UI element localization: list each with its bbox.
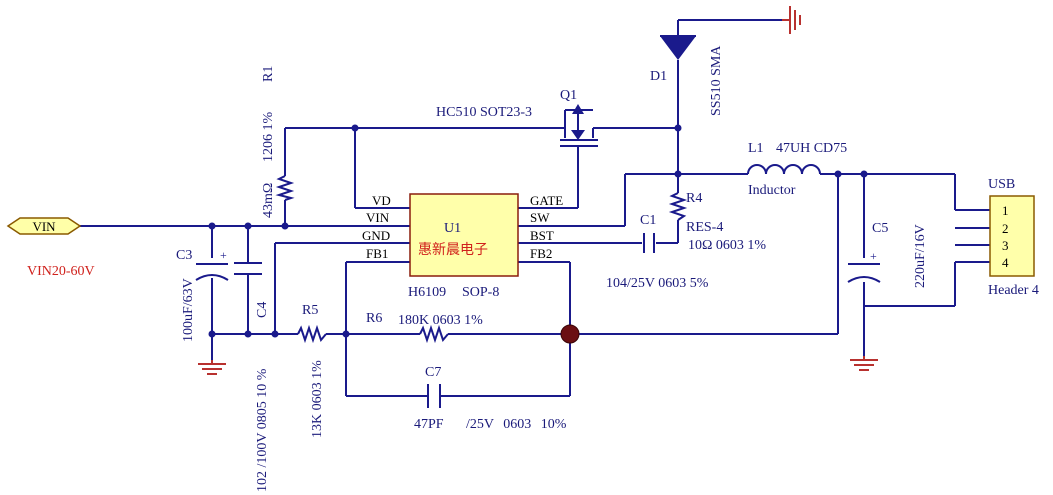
- junction-dot: [351, 124, 359, 132]
- c7-capacitor: [427, 384, 441, 408]
- c5-ref: C5: [872, 221, 888, 236]
- c3-ground-symbol: [198, 360, 226, 375]
- u1-pin-bst: BST: [530, 228, 554, 243]
- usb-ref: USB: [988, 177, 1015, 192]
- q1-mosfet: [555, 104, 603, 152]
- q1-part: HC510 SOT23-3: [436, 105, 532, 120]
- c1-capacitor: [643, 233, 655, 253]
- l1-spec: 47UH CD75: [776, 141, 847, 156]
- r1-resistor: [275, 175, 295, 201]
- u1-pin-fb2: FB2: [530, 246, 552, 261]
- r4-type: RES-4: [686, 220, 723, 235]
- u1-package: SOP-8: [462, 285, 499, 300]
- c4-spec: 102 /100V 0805 10 %: [255, 368, 270, 492]
- junction-dot: [208, 222, 216, 230]
- r1-spec: 1206 1%: [261, 112, 276, 163]
- junction-dot: [208, 330, 216, 338]
- r5-resistor: [297, 324, 327, 344]
- l1-ref: L1: [748, 141, 764, 156]
- junction-dot: [281, 222, 289, 230]
- u1-manufacturer: 惠新晨电子: [418, 242, 488, 258]
- d1-part: SS510 SMA: [709, 45, 724, 116]
- u1-pin-fb1: FB1: [366, 246, 388, 261]
- r1-value: 43mΩ: [261, 183, 276, 218]
- r5-ref: R5: [302, 303, 318, 318]
- feedback-node-dot: [560, 324, 580, 344]
- c1-ref: C1: [640, 213, 656, 228]
- r4-spec: 10Ω 0603 1%: [688, 238, 766, 253]
- u1-pin-gate: GATE: [530, 193, 563, 208]
- vin-range-note: VIN20-60V: [27, 264, 95, 279]
- u1-pin-vin: VIN: [366, 210, 390, 225]
- r5-spec: 13K 0603 1%: [310, 360, 325, 438]
- d1-ref: D1: [650, 69, 667, 84]
- junction-dot: [674, 170, 682, 178]
- l1-inductor: [747, 164, 822, 175]
- svg-text:+: +: [870, 249, 877, 263]
- c7-spec: /25V 0603 10%: [466, 417, 567, 432]
- r6-ref: R6: [366, 311, 382, 326]
- junction-dot: [860, 170, 868, 178]
- junction-dot: [271, 330, 279, 338]
- usb-header: 1 2 3 4: [989, 195, 1035, 277]
- u1-chip: U1 惠新晨电子 VD VIN GND FB1 GATE SW BST FB2: [362, 193, 563, 277]
- c5-ground-symbol: [850, 356, 878, 371]
- usb-pin-3: 3: [1002, 238, 1009, 253]
- r4-ref: R4: [686, 191, 702, 206]
- c7-ref: C7: [425, 365, 441, 380]
- r6-spec: 180K 0603 1%: [398, 313, 483, 328]
- usb-pin-2: 2: [1002, 221, 1009, 236]
- r6-resistor: [419, 324, 449, 344]
- c7-value: 47PF: [414, 417, 444, 432]
- vin-port-label: VIN: [32, 219, 56, 234]
- junction-dot: [342, 330, 350, 338]
- junction-dot: [244, 330, 252, 338]
- c4-ref: C4: [255, 302, 270, 318]
- svg-text:+: +: [220, 248, 227, 262]
- usb-name: Header 4: [988, 283, 1039, 298]
- u1-ref: U1: [444, 221, 461, 236]
- u1-part: H6109: [408, 285, 446, 300]
- usb-pin-1: 1: [1002, 203, 1009, 218]
- q1-ref: Q1: [560, 88, 577, 103]
- u1-pin-vd: VD: [372, 193, 391, 208]
- junction-dot: [834, 170, 842, 178]
- c5-capacitor: +: [847, 249, 881, 283]
- c3-capacitor: +: [195, 248, 229, 281]
- junction-dot: [244, 222, 252, 230]
- r1-ref: R1: [261, 66, 276, 82]
- u1-pin-gnd: GND: [362, 228, 390, 243]
- c4-capacitor: [234, 262, 262, 275]
- junctions: [208, 124, 868, 344]
- d1-diode: [660, 35, 696, 60]
- junction-dot: [674, 124, 682, 132]
- d1-ground-symbol: [782, 6, 801, 34]
- c3-ref: C3: [176, 248, 192, 263]
- c3-spec: 100uF/63V: [181, 278, 196, 342]
- wires: [80, 19, 990, 397]
- vin-port: VIN: [6, 217, 82, 235]
- l1-name: Inductor: [748, 183, 796, 198]
- c5-spec: 220uF/16V: [913, 224, 928, 288]
- usb-pin-4: 4: [1002, 255, 1009, 270]
- r4-resistor: [668, 192, 688, 221]
- c1-spec: 104/25V 0603 5%: [606, 276, 709, 291]
- u1-pin-sw: SW: [530, 210, 550, 225]
